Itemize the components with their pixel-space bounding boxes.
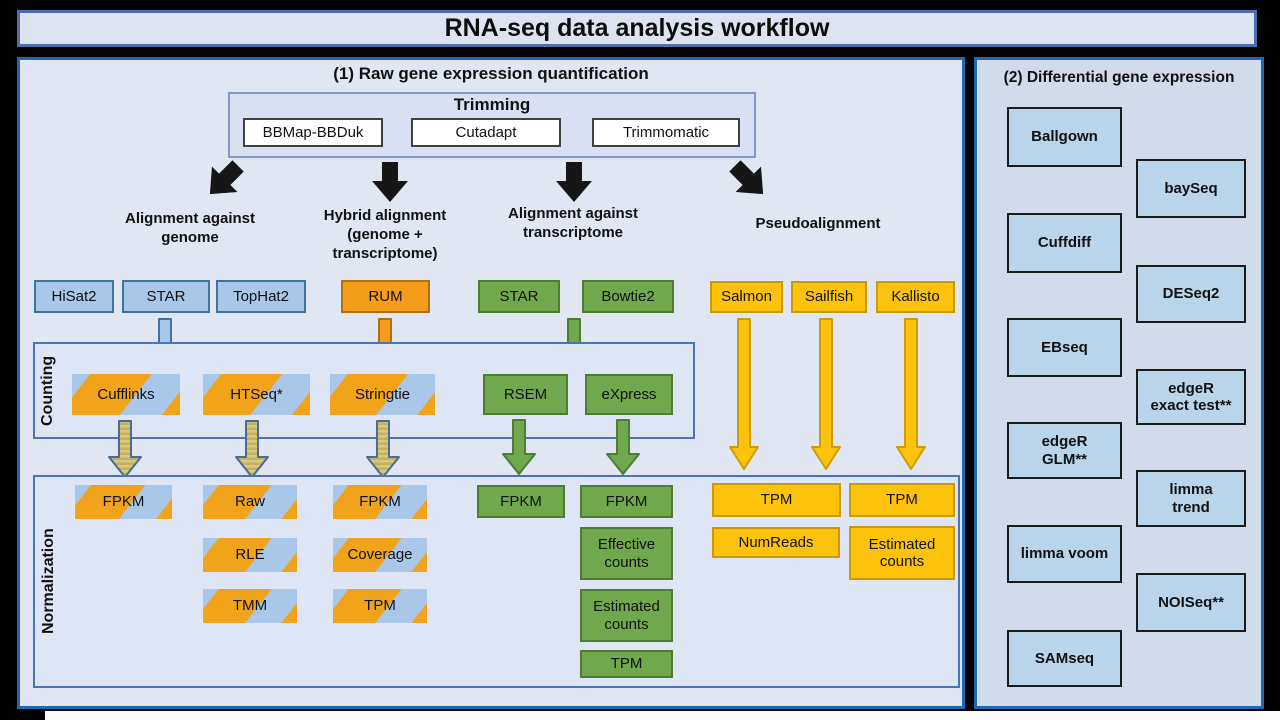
tool-box-stringtie: Stringtie xyxy=(330,374,435,415)
de-tool-ballgown: Ballgown xyxy=(1007,107,1122,167)
striped-arrow-cufflinks-icon xyxy=(108,420,142,478)
yellow-arrow-kallisto-icon xyxy=(896,318,926,470)
arrow-to-transcriptome-alignment-icon xyxy=(556,162,592,202)
panel2-title: (2) Differential gene expression xyxy=(1003,69,1235,86)
branch-header-pseudoalignment: Pseudoalignment xyxy=(755,215,881,232)
tool-box-star-genome: STAR xyxy=(122,280,210,313)
norm-box-raw: Raw xyxy=(203,485,297,519)
branch-header-hybrid: Hybrid alignment (genome + transcriptome… xyxy=(323,207,447,262)
branch-header-transcriptome: Alignment against transcriptome xyxy=(507,205,638,241)
tool-box-htseq: HTSeq* xyxy=(203,374,310,415)
yellow-arrow-sailfish-icon xyxy=(811,318,841,470)
tool-box-sailfish: Sailfish xyxy=(791,281,867,313)
de-tool-cuffdiff: Cuffdiff xyxy=(1007,213,1122,273)
trimming-title: Trimming xyxy=(453,95,531,114)
tool-box-rum: RUM xyxy=(341,280,430,313)
norm-box-fpkm-cufflinks: FPKM xyxy=(75,485,172,519)
page-title: RNA-seq data analysis workflow xyxy=(444,14,830,42)
de-tool-ebseq: EBseq xyxy=(1007,318,1122,377)
norm-box-tpm-express: TPM xyxy=(580,650,673,678)
norm-box-tpm-stringtie: TPM xyxy=(333,589,427,623)
norm-box-effective-counts: Effective counts xyxy=(580,527,673,580)
de-tool-samseq: SAMseq xyxy=(1007,630,1122,687)
green-arrow-rsem-icon xyxy=(502,419,536,475)
tool-box-salmon: Salmon xyxy=(710,281,783,313)
de-tool-edger-glm: edgeR GLM** xyxy=(1007,422,1122,479)
tool-box-rsem: RSEM xyxy=(483,374,568,415)
de-tool-deseq2: DESeq2 xyxy=(1136,265,1246,323)
norm-box-estimated-counts-kallisto: Estimated counts xyxy=(849,526,955,580)
de-tool-noiseq: NOISeq** xyxy=(1136,573,1246,632)
tool-box-bbmap-bbduk: BBMap-BBDuk xyxy=(243,118,383,147)
tool-box-express: eXpress xyxy=(585,374,673,415)
tool-box-tophat2: TopHat2 xyxy=(216,280,306,313)
frame-edge-strip xyxy=(45,711,1280,720)
branch-header-genome: Alignment against genome xyxy=(124,210,255,246)
norm-box-tpm-kallisto: TPM xyxy=(849,483,955,517)
norm-box-tpm-salmon-sailfish: TPM xyxy=(712,483,841,517)
arrow-to-genome-alignment-icon xyxy=(209,160,244,195)
tool-box-trimmomatic: Trimmomatic xyxy=(592,118,740,147)
norm-box-coverage: Coverage xyxy=(333,538,427,572)
tool-box-hisat2: HiSat2 xyxy=(34,280,114,313)
norm-box-rle: RLE xyxy=(203,538,297,572)
title-bar: RNA-seq data analysis workflow xyxy=(17,10,1257,47)
de-tool-edger-exact-test: edgeR exact test** xyxy=(1136,369,1246,425)
de-tool-limma-trend: limma trend xyxy=(1136,470,1246,527)
striped-arrow-htseq-icon xyxy=(235,420,269,478)
tool-box-kallisto: Kallisto xyxy=(876,281,955,313)
normalization-label: Normalization xyxy=(40,528,57,635)
tool-box-bowtie2: Bowtie2 xyxy=(582,280,674,313)
norm-box-fpkm-express: FPKM xyxy=(580,485,673,518)
yellow-arrow-salmon-icon xyxy=(729,318,759,470)
norm-box-estimated-counts-express: Estimated counts xyxy=(580,589,673,642)
tool-box-cufflinks: Cufflinks xyxy=(72,374,180,415)
counting-label: Counting xyxy=(39,355,56,426)
norm-box-tmm: TMM xyxy=(203,589,297,623)
tool-box-cutadapt: Cutadapt xyxy=(411,118,561,147)
de-tool-limma-voom: limma voom xyxy=(1007,525,1122,583)
norm-box-numreads: NumReads xyxy=(712,527,840,558)
de-tool-bayseq: baySeq xyxy=(1136,159,1246,218)
norm-box-fpkm-stringtie: FPKM xyxy=(333,485,427,519)
green-arrow-express-icon xyxy=(606,419,640,475)
tool-box-star-transcriptome: STAR xyxy=(478,280,560,313)
striped-arrow-stringtie-icon xyxy=(366,420,400,478)
panel1-title: (1) Raw gene expression quantification xyxy=(333,64,649,83)
arrow-to-hybrid-alignment-icon xyxy=(372,162,408,202)
arrow-to-pseudoalignment-icon xyxy=(729,160,764,195)
norm-box-fpkm-rsem: FPKM xyxy=(477,485,565,518)
